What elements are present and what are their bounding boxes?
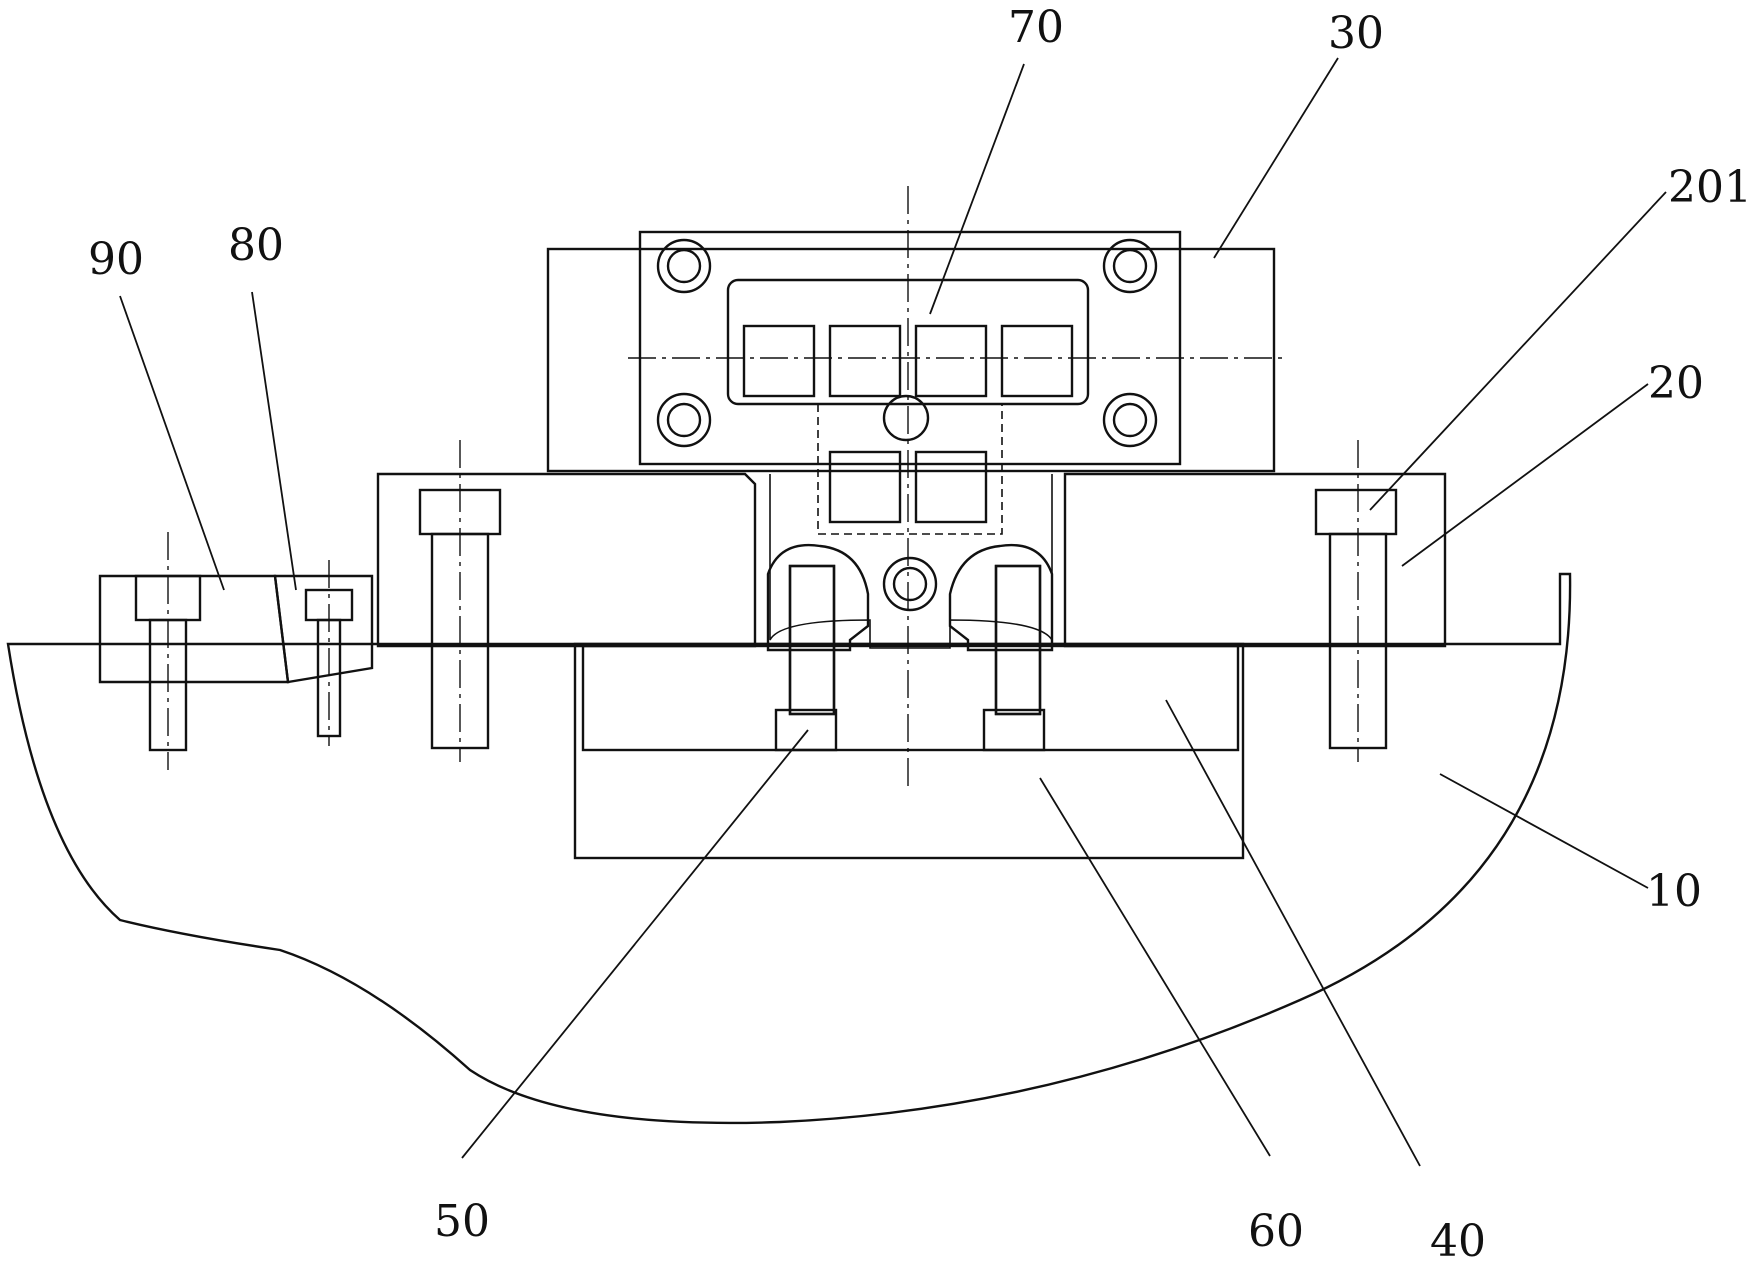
label-10: 10 [1646, 866, 1702, 917]
label-50: 50 [434, 1196, 490, 1247]
reference-numerals: 70 30 201 20 90 80 10 50 60 40 [88, 2, 1752, 1264]
side-fixture-90 [100, 576, 288, 750]
clamp-plate-right [1065, 474, 1445, 748]
label-30: 30 [1328, 8, 1384, 59]
label-70: 70 [1008, 2, 1064, 53]
label-40: 40 [1430, 1216, 1486, 1264]
label-20: 20 [1648, 358, 1704, 409]
clamp-plate-left [378, 474, 755, 748]
screw-holes [658, 240, 1156, 610]
block-40 [583, 566, 1238, 750]
wedge-80 [275, 576, 372, 736]
jaw-pieces-50 [768, 545, 1052, 714]
label-60: 60 [1248, 1206, 1304, 1257]
label-80: 80 [228, 220, 284, 271]
label-201: 201 [1668, 162, 1752, 213]
label-90: 90 [88, 234, 144, 285]
